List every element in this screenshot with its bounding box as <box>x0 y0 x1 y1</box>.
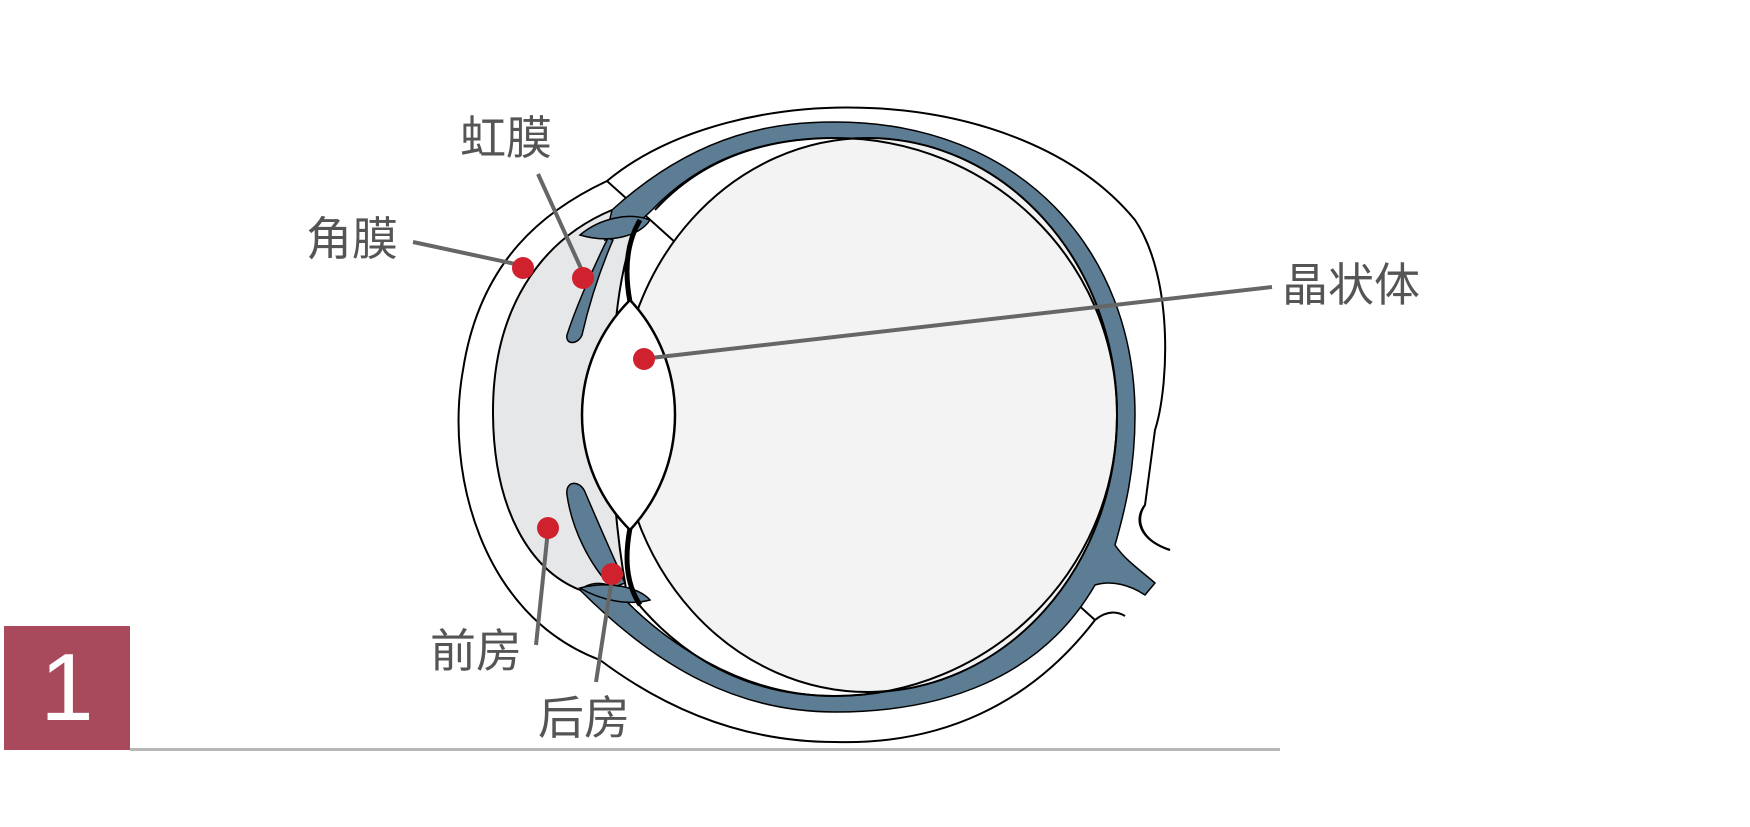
marker-posterior-chamber <box>601 563 623 585</box>
leader-anterior-chamber <box>534 529 550 646</box>
marker-anterior-chamber <box>537 517 559 539</box>
leader-iris <box>536 173 586 276</box>
label-cornea: 角膜 <box>306 212 398 266</box>
baseline-divider <box>130 748 1280 751</box>
label-lens: 晶状体 <box>1282 258 1420 312</box>
label-iris: 虹膜 <box>460 111 552 165</box>
zonule-lower <box>624 527 643 607</box>
leader-posterior-chamber <box>594 577 614 683</box>
retina-line <box>634 136 1119 698</box>
optic-nerve-sheath <box>1094 611 1126 621</box>
marker-iris <box>572 267 594 289</box>
label-anterior-chamber: 前房 <box>430 624 522 678</box>
slide-number-badge: 1 <box>4 626 130 750</box>
marker-cornea <box>512 257 534 279</box>
leader-cornea <box>412 240 521 267</box>
marker-lens <box>633 348 655 370</box>
zonule-upper <box>624 218 643 303</box>
slide-number: 1 <box>40 634 94 741</box>
label-posterior-chamber: 后房 <box>538 691 630 745</box>
iris-lower <box>566 482 627 589</box>
leader-lens <box>641 285 1273 361</box>
optic-nerve-stub <box>1138 504 1171 551</box>
vitreous-body <box>618 137 1118 693</box>
